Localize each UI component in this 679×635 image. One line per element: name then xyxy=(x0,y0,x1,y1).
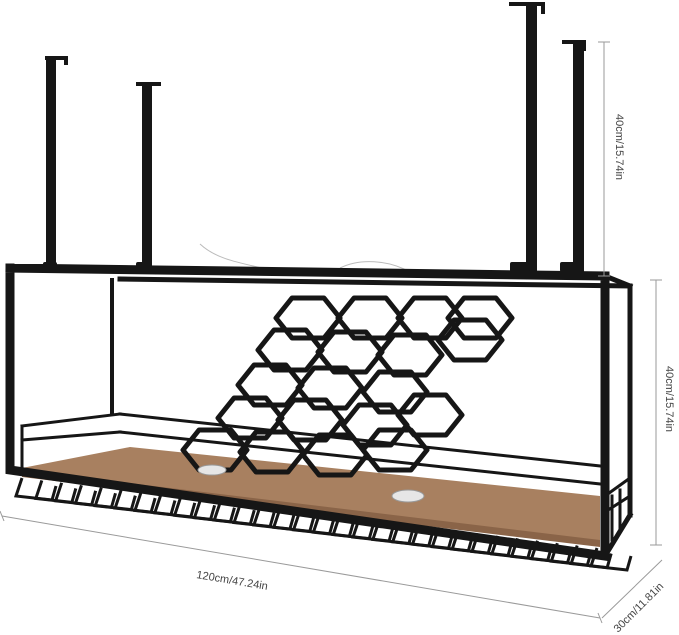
glass-hanger-rail xyxy=(588,547,633,572)
led-puck-lights xyxy=(197,464,425,503)
hexagon-cell xyxy=(435,317,505,363)
glass-hanger-rail xyxy=(509,537,554,562)
hanging-rods xyxy=(43,2,586,274)
glass-hanger-rail xyxy=(529,540,573,565)
hanger-rod-4 xyxy=(573,42,584,274)
glass-hanger-rail xyxy=(232,504,276,529)
glass-hanger-rail xyxy=(113,489,157,514)
glass-hanger-rail xyxy=(271,508,316,534)
glass-hanger-rail xyxy=(73,484,117,509)
glass-hanger-rail xyxy=(489,535,534,560)
frame-height-label: 40cm/15.74in xyxy=(663,366,675,432)
hexagon-cell xyxy=(445,295,515,341)
hanger-height-label: 40cm/15.74in xyxy=(613,114,625,180)
dimension-lines xyxy=(0,41,663,624)
glass-hanger-rail xyxy=(569,545,613,570)
hexagon-cell xyxy=(295,365,365,411)
glass-hanger-rail xyxy=(331,516,375,541)
hexagon-cell xyxy=(375,332,445,378)
hanger-rod-1 xyxy=(46,58,56,266)
glass-hanger-rail xyxy=(311,513,355,538)
glass-hanger-rail xyxy=(549,542,593,567)
glass-hanger-rail xyxy=(212,501,256,526)
wooden-shelf xyxy=(22,447,600,545)
glass-hanger-rails xyxy=(13,477,633,572)
hexagon-cell xyxy=(395,295,465,341)
glass-hanger-rail xyxy=(53,482,98,507)
frame xyxy=(5,263,634,562)
glass-hanger-rail xyxy=(291,511,336,536)
glass-hanger-rail xyxy=(152,494,197,519)
hexagon-cell xyxy=(360,427,430,473)
hexagon-cell xyxy=(335,295,405,341)
glass-hanger-rail xyxy=(410,525,454,550)
glass-hanger-rail xyxy=(33,479,78,505)
glass-hanger-rail xyxy=(370,520,415,546)
glass-hanger-rail xyxy=(351,518,395,543)
glass-hanger-rail xyxy=(132,492,177,517)
depth-label: 30cm/11.81in xyxy=(612,581,667,635)
width-label: 120cm/47.24in xyxy=(196,569,269,593)
glass-hanger-rail xyxy=(450,530,494,555)
hanger-rod-3 xyxy=(526,4,537,274)
hexagon-cell xyxy=(360,369,430,415)
glass-hanger-rail xyxy=(93,487,137,512)
glass-hanger-rail xyxy=(192,499,236,524)
glass-hanger-rail xyxy=(172,496,217,521)
glass-hanger-rail xyxy=(251,506,296,531)
hanger-rod-2 xyxy=(142,84,152,266)
glass-hanger-rail xyxy=(390,523,435,548)
glass-hanger-rail xyxy=(13,477,58,502)
glass-hanger-rail xyxy=(470,533,514,558)
hexagon-bottle-holder xyxy=(180,295,515,478)
glass-hanger-rail xyxy=(430,528,474,553)
